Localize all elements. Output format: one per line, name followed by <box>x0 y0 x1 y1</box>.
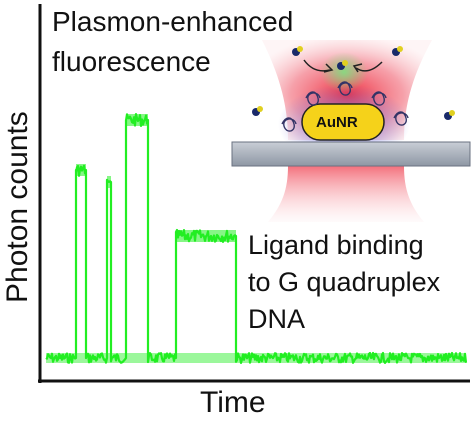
binding-arrows <box>303 59 383 73</box>
laser-beam-lower <box>268 166 424 222</box>
aunr-inset-illustration <box>231 40 471 222</box>
gold-nanorod <box>301 103 385 141</box>
title-line-1: Plasmon-enhanced <box>52 6 294 37</box>
plot-axes <box>38 4 470 383</box>
burst-plateau-3 <box>126 114 148 126</box>
glass-substrate <box>231 141 471 167</box>
burst-plateau-1 <box>76 164 86 176</box>
aunr-label: AuNR <box>316 114 358 131</box>
annotation-line-3: DNA <box>248 304 306 334</box>
fluorescence-glow <box>320 52 368 92</box>
trace-line <box>45 113 468 364</box>
ligand-molecules <box>252 46 455 120</box>
photon-count-trace <box>45 113 468 364</box>
baseline-band <box>46 353 466 363</box>
y-axis-label: Photon counts <box>1 111 34 303</box>
title-line-2: fluorescence <box>52 46 211 77</box>
dna-coils <box>281 81 409 132</box>
burst-plateau-2 <box>107 176 111 188</box>
x-axis-label: Time <box>200 386 266 419</box>
annotation-line-1: Ligand binding <box>248 230 424 260</box>
burst-plateau-4 <box>176 230 236 242</box>
annotation-line-2: to G quadruplex <box>248 267 441 297</box>
